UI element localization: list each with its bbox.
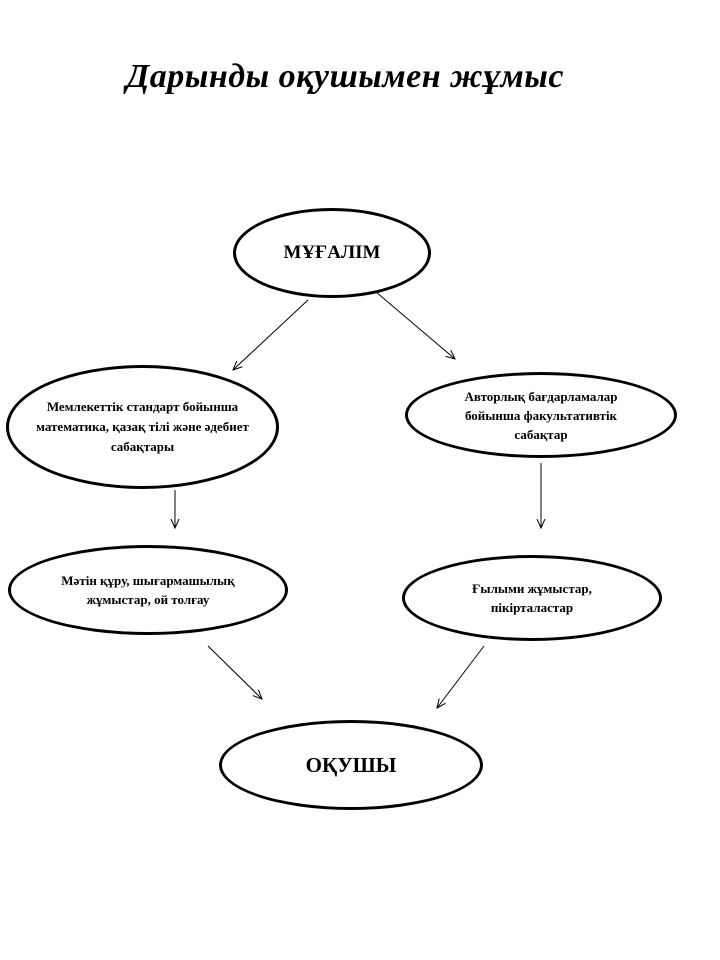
edge-science-to-student [437,645,485,708]
node-text-work-label: Мәтін құру, шығармашылық жұмыстар, ой то… [61,573,235,607]
diagram-title: Дарынды оқушымен жұмыс [126,58,564,95]
edge-teacher-to-author [375,291,455,359]
node-text-work: Мәтін құру, шығармашылық жұмыстар, ой то… [8,545,288,635]
node-state-subjects: Мемлекеттік стандарт бойынша математика,… [6,365,279,489]
node-science-work-label: Ғылыми жұмыстар, пікірталастар [472,581,592,615]
node-author-programs: Авторлық бағдарламалар бойынша факультат… [405,372,677,458]
node-author-programs-label: Авторлық бағдарламалар бойынша факультат… [464,388,618,442]
node-teacher: МҰҒАЛІМ [233,208,431,298]
node-science-work: Ғылыми жұмыстар, пікірталастар [402,555,662,641]
node-teacher-label: МҰҒАЛІМ [283,242,381,263]
node-state-subjects-label: Мемлекеттік стандарт бойынша математика,… [36,399,249,454]
node-student-label: ОҚУШЫ [305,752,397,777]
edge-text-to-student [207,645,262,699]
edge-teacher-to-state [233,299,309,370]
node-student: ОҚУШЫ [219,720,483,810]
